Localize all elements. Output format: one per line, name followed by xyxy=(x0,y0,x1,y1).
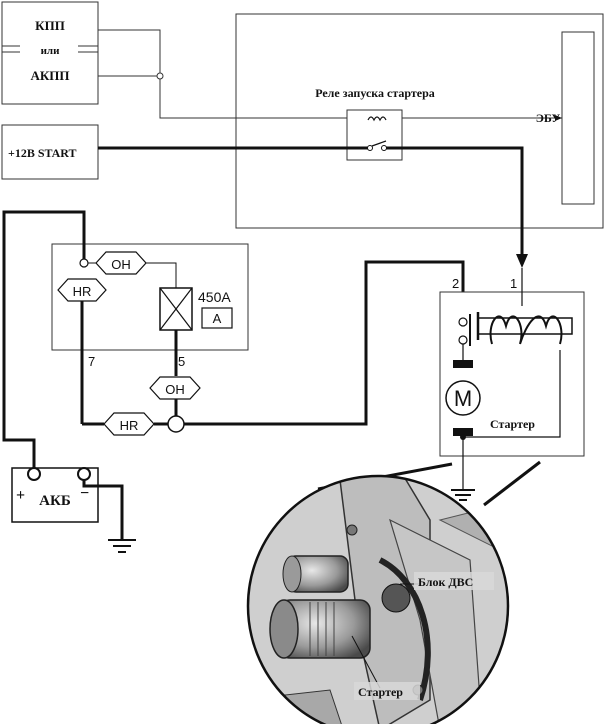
start-feed-arrow xyxy=(516,254,528,268)
solenoid-coil-icon xyxy=(489,315,563,345)
magnifier-lens xyxy=(246,474,510,724)
starter-photo: Блок ДВС Стартер xyxy=(246,474,510,724)
start-feed-wire xyxy=(98,146,524,258)
or-label: или xyxy=(41,45,61,57)
transmission-switch-box: КПП или АКПП xyxy=(1,1,99,105)
relay-label: Реле запуска стартера xyxy=(315,86,435,100)
battery: + АКБ − xyxy=(11,467,99,523)
starter-pin-1: 1 xyxy=(510,276,517,291)
ecu-label: ЭБУ xyxy=(536,111,561,125)
fusible-link-box: OH HR 450А A 7 5 xyxy=(51,243,249,369)
battery-negative-cable xyxy=(82,480,124,540)
motor-label: M xyxy=(454,386,472,411)
engine-block-label: Блок ДВС xyxy=(418,575,473,589)
battery-positive-cable xyxy=(2,210,86,470)
fuse-type: A xyxy=(213,311,222,326)
fuse-oh-tag: OH xyxy=(111,257,131,272)
starter-pin-2: 2 xyxy=(452,276,459,291)
relay-contact-icon xyxy=(371,140,387,147)
battery-minus: − xyxy=(80,485,89,502)
relay-ecu-box: Реле запуска стартера ЭБУ xyxy=(235,13,604,229)
start-signal-box: +12В START xyxy=(1,124,99,180)
pin-5-label: 5 xyxy=(178,354,185,369)
junction-hr-tag: HR xyxy=(120,418,139,433)
starter-relay xyxy=(346,109,403,161)
relay-coil-icon xyxy=(367,116,387,122)
manual-transmission-label: КПП xyxy=(35,18,65,33)
battery-plus: + xyxy=(16,487,25,504)
fuse-rating: 450А xyxy=(198,289,231,305)
junction-block: OH HR xyxy=(103,376,201,436)
pin-7-label: 7 xyxy=(88,354,95,369)
starter-main-cable xyxy=(184,260,465,426)
starter-ground-icon xyxy=(451,489,475,501)
junction-oh-tag: OH xyxy=(165,382,185,397)
starter-label: Стартер xyxy=(490,417,535,431)
ecu-block xyxy=(561,31,595,205)
starter-box: 2 1 M Стартер xyxy=(439,268,585,490)
battery-ground-icon xyxy=(108,539,136,553)
fuse-hr-tag: HR xyxy=(73,284,92,299)
automatic-transmission-label: АКПП xyxy=(30,68,69,83)
transmission-signal-wire xyxy=(98,29,568,119)
photo-starter-label: Стартер xyxy=(358,685,403,699)
start-signal-label: +12В START xyxy=(8,146,77,160)
fuse-box-wiring xyxy=(80,301,178,426)
motor-icon xyxy=(445,380,481,416)
battery-label: АКБ xyxy=(39,493,71,509)
